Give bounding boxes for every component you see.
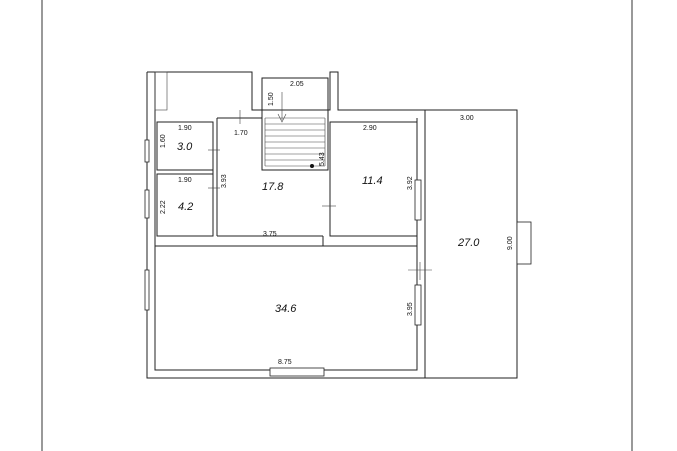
windows (144, 139, 532, 377)
room-r2-width: 1.90 (178, 177, 192, 184)
room-r5-area: 34.6 (275, 303, 297, 315)
stair-steps (264, 117, 326, 167)
stair-box (261, 77, 329, 171)
porch-left (154, 71, 168, 111)
room-r5-width: 8.75 (278, 359, 292, 366)
outer-wall-top (147, 71, 425, 111)
room-r1-area: 3.0 (177, 141, 193, 153)
inner-wall-line (154, 72, 418, 371)
hall-width: 1.70 (234, 130, 248, 137)
room-r2-depth: 2.22 (160, 200, 167, 214)
room-r6-area: 27.0 (457, 237, 480, 249)
hall-area: 17.8 (262, 181, 284, 193)
stair-dot (310, 164, 314, 168)
room-r1-width: 1.90 (178, 125, 192, 132)
stair-width: 2.05 (290, 81, 304, 88)
room-r4-width: 2.90 (363, 125, 377, 132)
room-r6-depth: 9.00 (507, 236, 514, 250)
hall-depth: 3.93 (221, 174, 228, 188)
hall-bottom: 3.75 (263, 231, 277, 238)
room-r4 (329, 121, 418, 237)
room-r4-depth: 3.92 (407, 176, 414, 190)
room-r2-area: 4.2 (178, 201, 193, 213)
stair-height: 5.43 (319, 152, 326, 166)
room-r4-area: 11.4 (362, 175, 383, 187)
stair-depth: 1.50 (268, 92, 275, 106)
door-ticks (208, 110, 432, 280)
room-r6-width: 3.00 (460, 115, 474, 122)
room-r1-depth: 1.60 (160, 134, 167, 148)
stair-arrow-icon (277, 113, 287, 123)
room-r5-depth: 3.95 (407, 302, 414, 316)
